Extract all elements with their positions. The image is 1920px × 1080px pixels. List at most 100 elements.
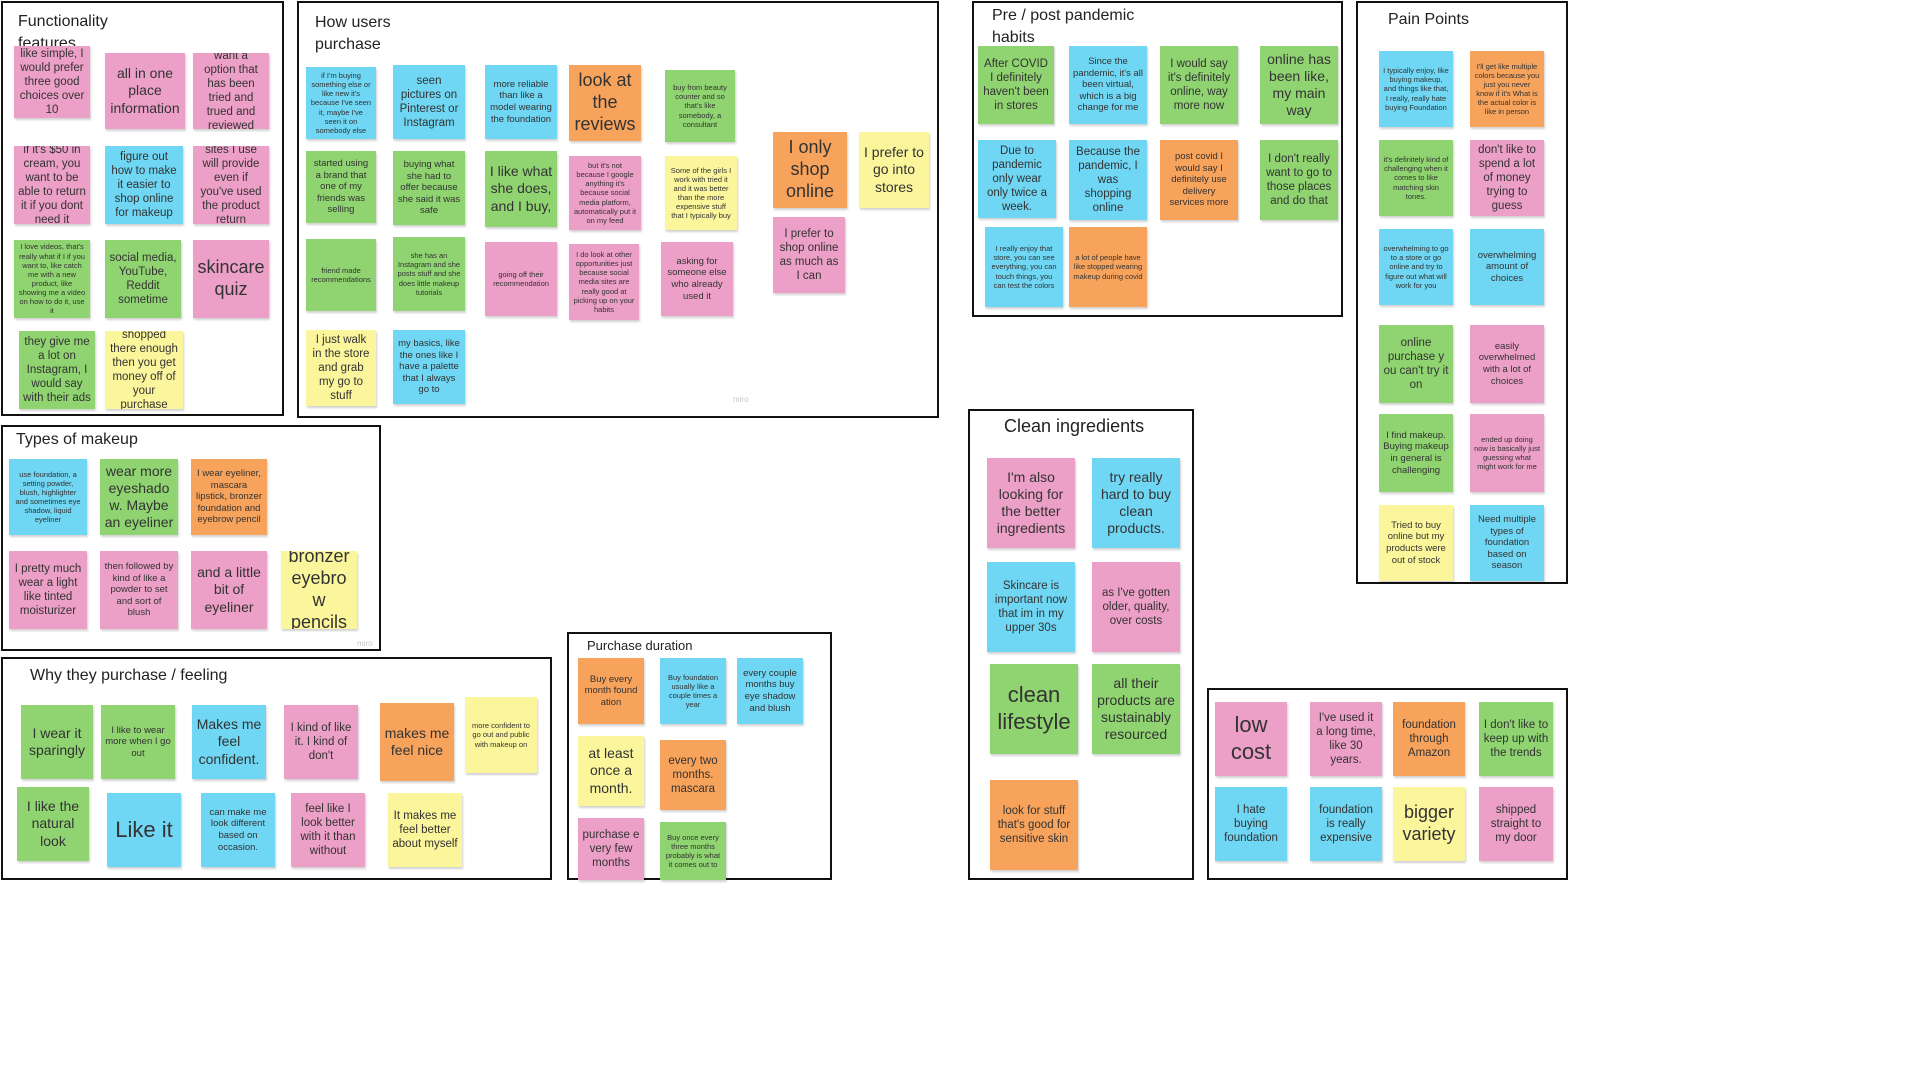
sticky-note[interactable]: After COVID I definitely haven't been in… (978, 46, 1054, 124)
sticky-note[interactable]: Due to pandemic only wear only twice a w… (978, 140, 1056, 218)
sticky-note[interactable]: Need multiple types of foundation based … (1470, 505, 1544, 581)
sticky-note[interactable]: if it's $50 in cream, you want to be abl… (14, 146, 90, 224)
sticky-note[interactable]: overwhelming amount of choices (1470, 229, 1544, 305)
sticky-note[interactable]: It makes me feel better about myself (388, 793, 462, 867)
sticky-note[interactable]: I hate buying foundation (1215, 787, 1287, 861)
sticky-note[interactable]: I only shop online (773, 132, 847, 208)
board-cost-convenience[interactable]: low cost I've used it a long time, like … (1207, 688, 1568, 880)
sticky-note[interactable]: I'm also looking for the better ingredie… (987, 458, 1075, 548)
sticky-note[interactable]: then followed by kind of like a powder t… (100, 551, 178, 629)
sticky-note[interactable]: more reliable than like a model wearing … (485, 65, 557, 139)
sticky-note[interactable]: more confident to go out and public with… (465, 697, 537, 773)
sticky-note[interactable]: foundation through Amazon (1393, 702, 1465, 776)
sticky-note[interactable]: look at the reviews (569, 65, 641, 141)
sticky-note[interactable]: shopped there enough then you get money … (105, 331, 183, 409)
sticky-note[interactable]: I'll get like multiple colors because yo… (1470, 51, 1544, 127)
sticky-note[interactable]: started using a brand that one of my fri… (306, 151, 376, 223)
board-purchase-duration[interactable]: Purchase duration Buy every month found … (567, 632, 832, 880)
sticky-note[interactable]: don't like to spend a lot of money tryin… (1470, 140, 1544, 216)
sticky-note[interactable]: but it's not because I google anything i… (569, 156, 641, 230)
sticky-note[interactable]: post covid I would say I definitely use … (1160, 140, 1238, 220)
sticky-note[interactable]: I typically enjoy, like buying makeup, a… (1379, 51, 1453, 127)
sticky-note[interactable]: social media, YouTube, Reddit sometime (105, 240, 181, 318)
sticky-note[interactable]: Because the pandemic, I was shopping onl… (1069, 140, 1147, 220)
sticky-note[interactable]: it's definitely kind of challenging when… (1379, 140, 1453, 216)
sticky-note[interactable]: buying what she had to offer because she… (393, 151, 465, 225)
sticky-note[interactable]: bronzer eyebrow pencils (281, 551, 357, 629)
sticky-note[interactable]: I would say it's definitely online, way … (1160, 46, 1238, 124)
sticky-note[interactable]: Buy foundation usually like a couple tim… (660, 658, 726, 724)
sticky-note[interactable]: sites I use will provide even if you've … (193, 146, 269, 224)
sticky-note[interactable]: purchase e very few months (578, 818, 644, 880)
sticky-note[interactable]: I just walk in the store and grab my go … (306, 330, 376, 406)
sticky-note[interactable]: friend made recommendations (306, 239, 376, 311)
sticky-note[interactable]: I like the natural look (17, 787, 89, 861)
sticky-note[interactable]: Tried to buy online but my products were… (1379, 505, 1453, 581)
sticky-note[interactable]: want a option that has been tried and tr… (193, 53, 269, 129)
sticky-note[interactable]: I prefer to go into stores (859, 132, 929, 208)
sticky-note[interactable]: Since the pandemic, it's all been virtua… (1069, 46, 1147, 124)
sticky-note[interactable]: feel like I look better with it than wit… (291, 793, 365, 867)
sticky-note[interactable]: she has an Instagram and she posts stuff… (393, 237, 465, 311)
sticky-note[interactable]: every two months. mascara (660, 740, 726, 810)
sticky-note[interactable]: at least once a month. (578, 736, 644, 806)
sticky-note[interactable]: skincare quiz (193, 240, 269, 318)
sticky-note[interactable]: shipped straight to my door (1479, 787, 1553, 861)
sticky-note[interactable]: bigger variety (1393, 787, 1465, 861)
sticky-note[interactable]: I find makeup. Buying makeup in general … (1379, 414, 1453, 492)
board-pandemic-habits[interactable]: Pre / post pandemic habits After COVID I… (972, 1, 1343, 317)
sticky-note[interactable]: look for stuff that's good for sensitive… (990, 780, 1078, 870)
sticky-note[interactable]: Buy every month found ation (578, 658, 644, 724)
sticky-note[interactable]: use foundation, a setting powder, blush,… (9, 459, 87, 535)
sticky-note[interactable]: online purchase y ou can't try it on (1379, 325, 1453, 403)
sticky-note[interactable]: Buy once every three months probably is … (660, 822, 726, 880)
sticky-note[interactable]: I like what she does, and I buy, (485, 151, 557, 227)
sticky-note[interactable]: every couple months buy eye shadow and b… (737, 658, 803, 724)
sticky-note[interactable]: Makes me feel confident. (192, 705, 266, 779)
sticky-note[interactable]: can make me look different based on occa… (201, 793, 275, 867)
sticky-note[interactable]: seen pictures on Pinterest or Instagram (393, 65, 465, 139)
sticky-note[interactable]: asking for someone else who already used… (661, 242, 733, 316)
board-functionality-features[interactable]: Functionality features like simple, I wo… (1, 1, 284, 416)
sticky-note[interactable]: I wear eyeliner, mascara lipstick, bronz… (191, 459, 267, 535)
board-clean-ingredients[interactable]: Clean ingredients I'm also looking for t… (968, 409, 1194, 880)
sticky-note[interactable]: like simple, I would prefer three good c… (14, 46, 90, 118)
sticky-note[interactable]: I don't like to keep up with the trends (1479, 702, 1553, 776)
sticky-note[interactable]: overwhelming to go to a store or go onli… (1379, 229, 1453, 305)
board-why-they-purchase[interactable]: Why they purchase / feeling I wear it sp… (1, 657, 552, 880)
board-types-of-makeup[interactable]: Types of makeup use foundation, a settin… (1, 425, 381, 651)
sticky-note[interactable]: I really enjoy that store, you can see e… (985, 227, 1063, 307)
sticky-note[interactable]: ended up doing now is basically just gue… (1470, 414, 1544, 492)
sticky-note[interactable]: easily overwhelmed with a lot of choices (1470, 325, 1544, 403)
sticky-note[interactable]: I've used it a long time, like 30 years. (1310, 702, 1382, 776)
sticky-note[interactable]: Some of the girls I work with tried it a… (665, 156, 737, 230)
sticky-note[interactable]: buy from beauty counter and so that's li… (665, 70, 735, 142)
sticky-note[interactable]: low cost (1215, 702, 1287, 776)
sticky-note[interactable]: I wear it sparingly (21, 705, 93, 779)
sticky-note[interactable]: I pretty much wear a light like tinted m… (9, 551, 87, 629)
sticky-note[interactable]: and a little bit of eyeliner (191, 551, 267, 629)
sticky-note[interactable]: figure out how to make it easier to shop… (105, 146, 183, 224)
sticky-note[interactable]: foundation is really expensive (1310, 787, 1382, 861)
board-pain-points[interactable]: Pain Points I typically enjoy, like buyi… (1356, 1, 1568, 584)
sticky-note[interactable]: a lot of people have like stopped wearin… (1069, 227, 1147, 307)
sticky-note[interactable]: if I'm buying something else or like new… (306, 67, 376, 139)
sticky-note[interactable]: Skincare is important now that im in my … (987, 562, 1075, 652)
sticky-note[interactable]: Like it (107, 793, 181, 867)
sticky-note[interactable]: going off their recommendation (485, 242, 557, 316)
sticky-note[interactable]: I kind of like it. I kind of don't (284, 705, 358, 779)
sticky-note[interactable]: they give me a lot on Instagram, I would… (19, 331, 95, 409)
sticky-note[interactable]: try really hard to buy clean products. (1092, 458, 1180, 548)
board-how-users-purchase[interactable]: How users purchase if I'm buying somethi… (297, 1, 939, 418)
sticky-note[interactable]: wear more eyeshadow. Maybe an eyeliner (100, 459, 178, 535)
sticky-note[interactable]: makes me feel nice (380, 703, 454, 781)
sticky-note[interactable]: my basics, like the ones like I have a p… (393, 330, 465, 404)
sticky-note[interactable]: all their products are sustainably resou… (1092, 664, 1180, 754)
sticky-note[interactable]: I don't really want to go to those place… (1260, 140, 1338, 220)
sticky-note[interactable]: as I've gotten older, quality, over cost… (1092, 562, 1180, 652)
sticky-note[interactable]: clean lifestyle (990, 664, 1078, 754)
sticky-note[interactable]: I prefer to shop online as much as I can (773, 217, 845, 293)
sticky-note[interactable]: I do look at other opportunities just be… (569, 244, 639, 320)
sticky-note[interactable]: online has been like, my main way (1260, 46, 1338, 124)
sticky-note[interactable]: I love videos, that's really what if I i… (14, 240, 90, 318)
